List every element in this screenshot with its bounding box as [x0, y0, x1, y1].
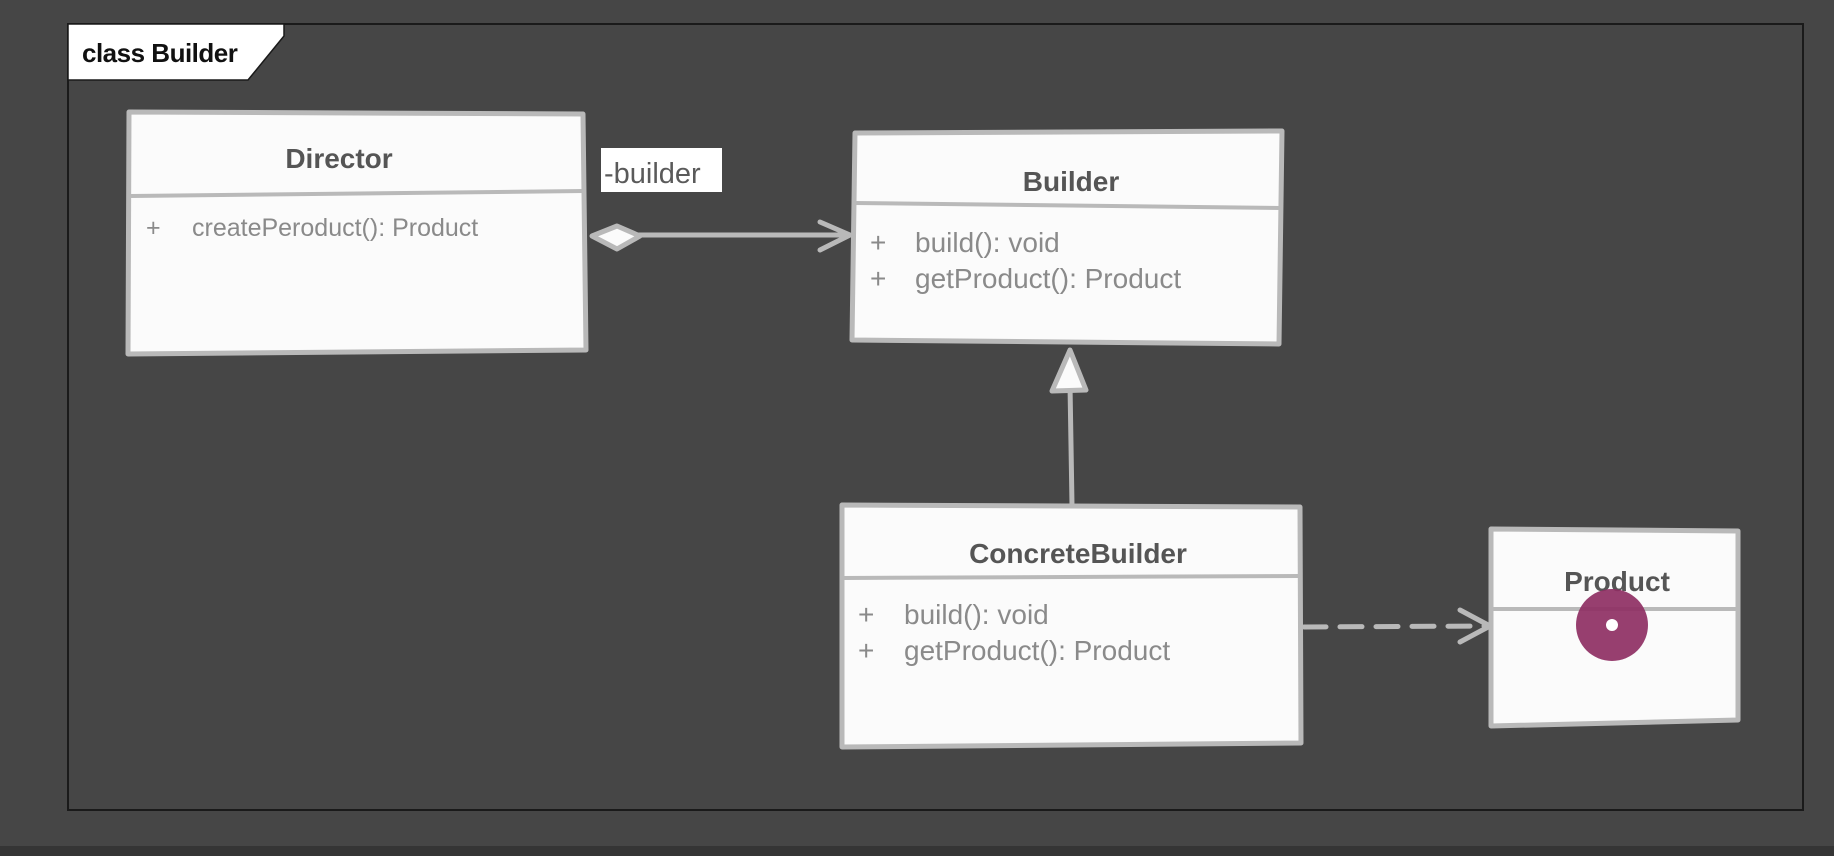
operation-signature: getProduct(): Product	[904, 635, 1170, 666]
class-concrete-builder[interactable]: ConcreteBuilder + build(): void + getPro…	[839, 502, 1304, 750]
operation-signature: build(): void	[904, 599, 1049, 630]
operation-visibility: +	[858, 599, 874, 630]
class-name: Builder	[1023, 166, 1120, 197]
aggregation-edge[interactable]	[589, 219, 853, 253]
operation-signature: getProduct(): Product	[915, 263, 1181, 294]
operation-visibility: +	[858, 635, 874, 666]
role-label-bg	[601, 148, 722, 192]
cursor-marker-icon	[1576, 589, 1648, 661]
aggregation-role-label: -builder	[604, 158, 701, 190]
frame-title: class Builder	[82, 38, 238, 68]
generalization-edge[interactable]	[1049, 347, 1089, 508]
operation-signature: build(): void	[915, 227, 1060, 258]
aggregation-diamond	[589, 223, 643, 252]
operation-signature: createPeroduct(): Product	[192, 214, 478, 242]
class-name: ConcreteBuilder	[969, 538, 1187, 569]
operation-visibility: +	[870, 227, 886, 258]
status-bar	[0, 846, 1834, 856]
diagram-frame	[67, 23, 1804, 811]
dependency-edge[interactable]	[1301, 607, 1493, 645]
operation-visibility: +	[870, 263, 886, 294]
class-director[interactable]: Director + createPeroduct(): Product	[125, 109, 589, 357]
generalization-arrowhead	[1049, 347, 1089, 394]
class-builder[interactable]: Builder + build(): void + getProduct(): …	[849, 128, 1285, 347]
class-name: Director	[285, 143, 392, 174]
frame-tab	[67, 23, 285, 81]
operation-visibility: +	[146, 214, 161, 242]
